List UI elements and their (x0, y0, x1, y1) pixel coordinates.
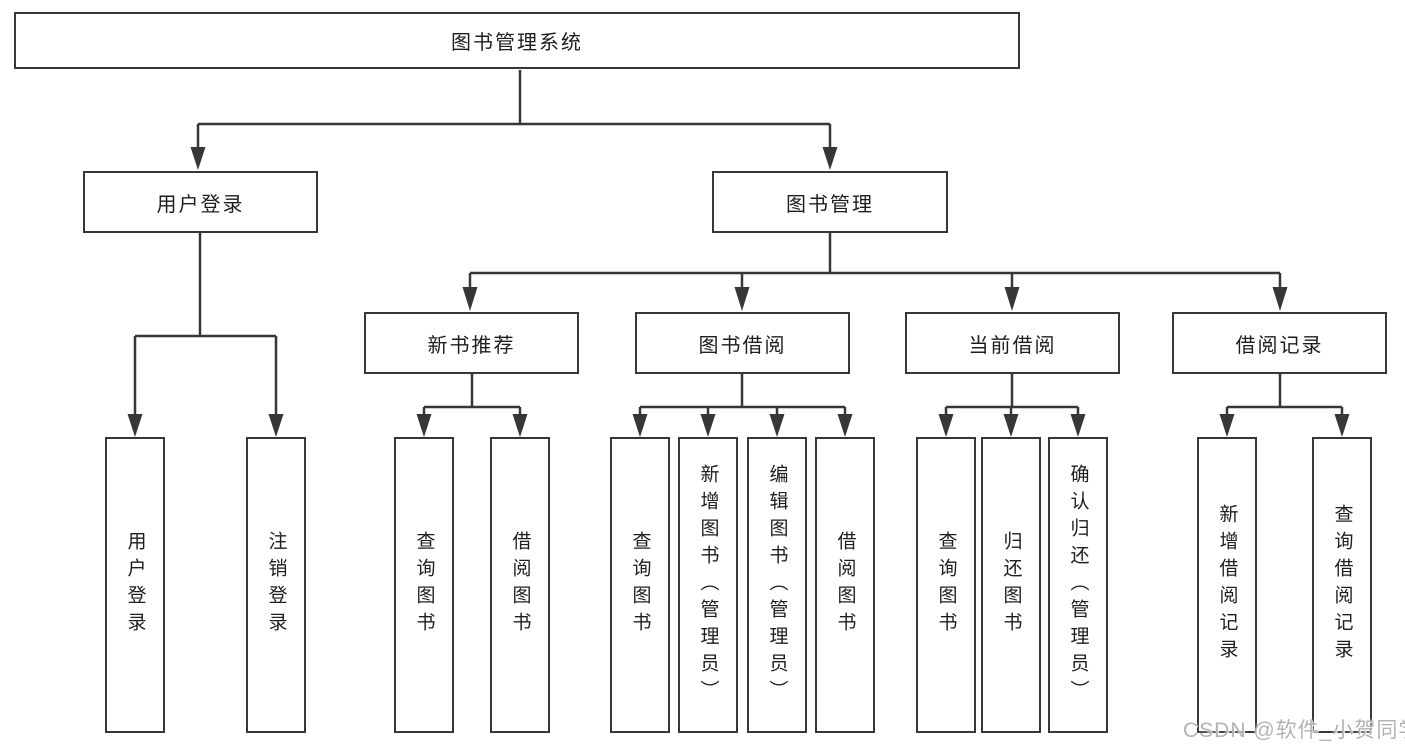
leaf-query-borrow-record: 查询借阅记录 (1312, 437, 1372, 733)
leaf-logout: 注销登录 (246, 437, 306, 733)
node-borrow-records: 借阅记录 (1172, 312, 1387, 374)
watermark: CSDN @软件_小贺同学 (1183, 719, 1405, 742)
node-new-book-recommend: 新书推荐 (364, 312, 579, 374)
node-user-login: 用户登录 (83, 171, 318, 233)
leaf-add-book-admin: 新增图书（管理员） (678, 437, 738, 733)
leaf-borrow-book: 借阅图书 (815, 437, 875, 733)
leaf-edit-book-admin: 编辑图书（管理员） (747, 437, 807, 733)
leaf-return-book: 归还图书 (981, 437, 1041, 733)
leaf-confirm-return-admin: 确认归还（管理员） (1048, 437, 1108, 733)
arrowheads (127, 147, 1350, 437)
leaf-add-borrow-record: 新增借阅记录 (1197, 437, 1257, 733)
leaf-borrow-book-recommend: 借阅图书 (490, 437, 550, 733)
node-book-management: 图书管理 (712, 171, 948, 233)
leaf-query-book-current: 查询图书 (916, 437, 976, 733)
leaf-user-login: 用户登录 (105, 437, 165, 733)
node-library-management-system: 图书管理系统 (14, 12, 1020, 69)
leaf-query-book-recommend: 查询图书 (394, 437, 454, 733)
node-book-borrowing: 图书借阅 (635, 312, 850, 374)
node-current-borrowing: 当前借阅 (905, 312, 1120, 374)
leaf-query-book-borrowing: 查询图书 (610, 437, 670, 733)
